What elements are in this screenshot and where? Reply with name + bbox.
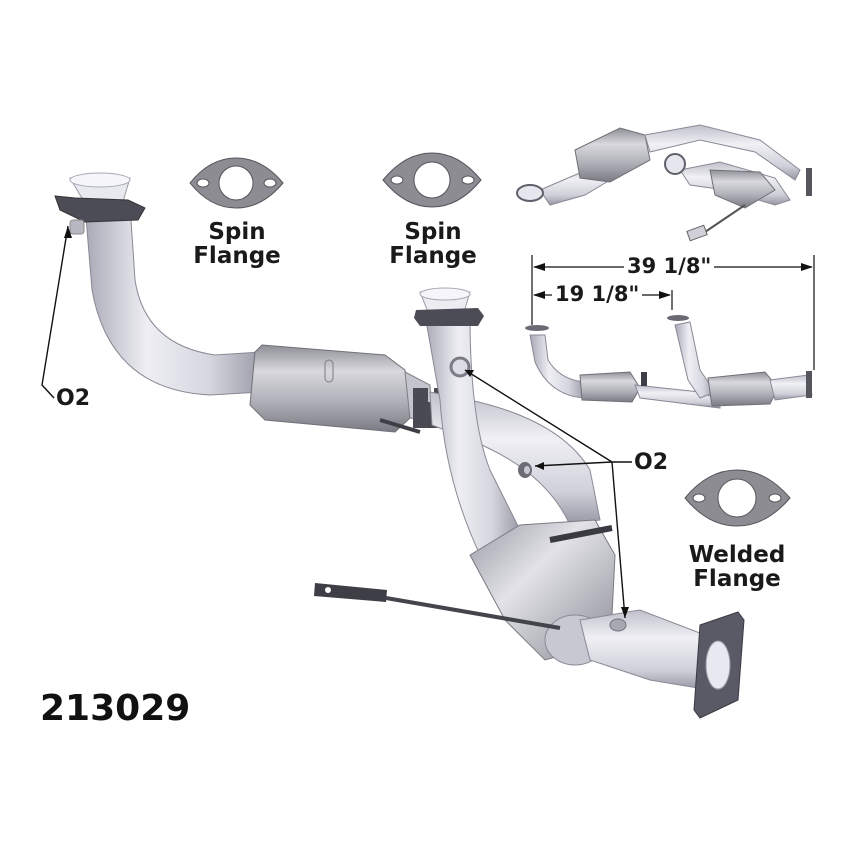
welded-flange-label: Welded Flange [672, 543, 802, 591]
inlet-spacing-dimension: 19 1/8" [552, 283, 643, 305]
spin-flange-label-1: Spin Flange [172, 220, 302, 268]
spin-flange-label-2-line2: Flange [389, 243, 477, 270]
inset-front-view [525, 315, 813, 409]
right-catalytic-converter [314, 519, 745, 719]
spin-flange-label-1-line1: Spin [208, 219, 266, 245]
spin-flange-label-2: Spin Flange [368, 220, 498, 268]
welded-flange-label-line2: Flange [693, 566, 781, 593]
spin-flange-label-1-line2: Flange [193, 243, 281, 270]
welded-flange-gasket [684, 469, 791, 527]
overall-length-dimension: 39 1/8" [624, 255, 715, 277]
left-downpipe [54, 172, 263, 396]
spin-flange-gasket-1 [189, 157, 284, 209]
inset-top-view [516, 124, 812, 242]
dimension-arrows [533, 263, 813, 299]
main-assembly [54, 172, 745, 719]
spin-flange-gasket-2 [382, 152, 482, 208]
leader-arrows [64, 226, 629, 618]
spin-flange-label-2-line1: Spin [404, 219, 462, 245]
part-number: 213029 [40, 688, 191, 729]
o2-sensor-callout-left: O2 [56, 386, 91, 411]
right-downpipe [414, 287, 532, 556]
leader-lines [41, 225, 632, 619]
left-catalytic-converter [249, 344, 441, 434]
o2-sensor-callout-right: O2 [634, 450, 669, 475]
welded-flange-label-line1: Welded [688, 542, 786, 568]
